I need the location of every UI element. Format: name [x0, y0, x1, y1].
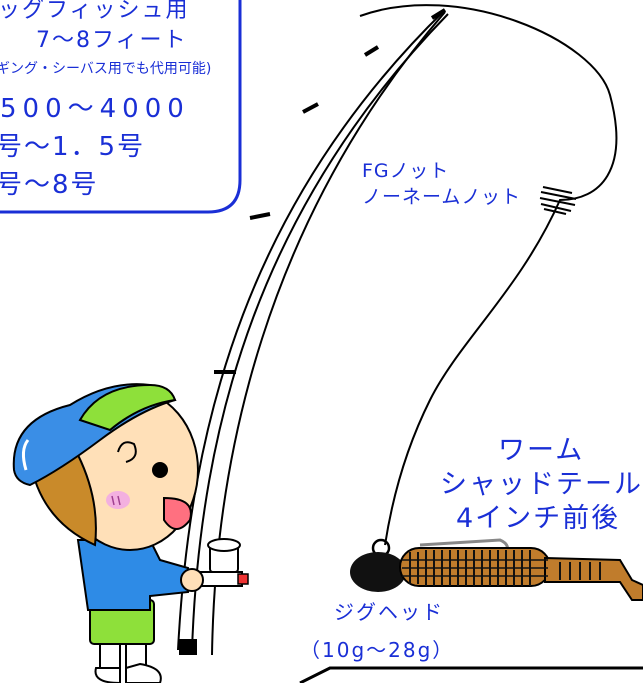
worm-label-line1: ワーム	[498, 435, 585, 466]
spec-line-alt-rod: ギング・シーバス用でも代用可能)	[0, 61, 212, 77]
spec-line-reel-size: 500～4000	[0, 94, 190, 124]
spec-line-leader: 号～1．5号	[0, 132, 146, 162]
kid-character	[12, 383, 204, 683]
reel-icon	[197, 538, 249, 587]
rod-guides	[214, 8, 447, 374]
note-box-border	[299, 666, 643, 683]
jig-head-icon	[350, 538, 406, 592]
fishing-line	[359, 4, 618, 546]
spec-line-target: ッグフィッシュ用	[0, 0, 190, 23]
spec-box-border	[0, 0, 242, 214]
knot-label-line1: FGノット	[362, 160, 450, 182]
knot-label-line2: ノーネームノット	[362, 186, 522, 208]
spec-line-rod-length: 7～8フィート	[36, 28, 188, 53]
jig-label-line1: ジグヘッド	[334, 600, 444, 624]
knot-icon	[539, 186, 577, 215]
worm-icon	[399, 547, 643, 601]
worm-label-line3: 4インチ前後	[456, 503, 621, 534]
jig-label-line2: （10g～28g）	[300, 638, 455, 662]
spec-line-main-line: 号～8号	[0, 170, 99, 200]
worm-label-line2: シャッドテール	[440, 469, 643, 500]
